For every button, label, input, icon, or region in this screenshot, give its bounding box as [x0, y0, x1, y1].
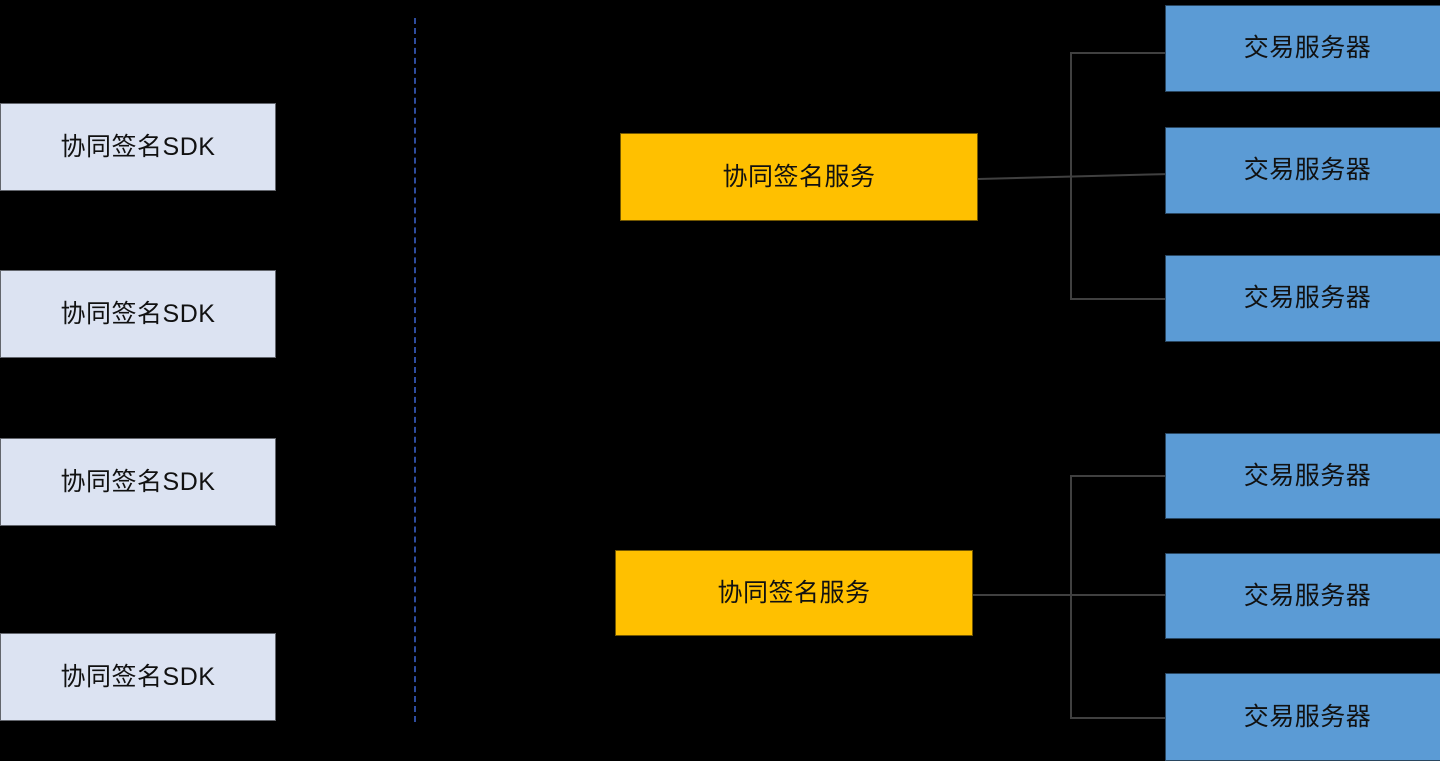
vertical-dashed-divider [414, 18, 416, 722]
node-transaction-server-6[interactable]: 交易服务器 [1165, 673, 1440, 761]
node-sdk-4-label: 协同签名SDK [60, 662, 216, 691]
edge-service2-to-server5 [973, 594, 1166, 596]
edge-trunk-to-server1 [1070, 52, 1166, 54]
node-transaction-server-1[interactable]: 交易服务器 [1165, 5, 1440, 92]
node-transaction-server-2[interactable]: 交易服务器 [1165, 127, 1440, 214]
node-transaction-server-4-label: 交易服务器 [1243, 461, 1372, 490]
node-sdk-3[interactable]: 协同签名SDK [0, 438, 276, 526]
edge-trunk-to-server3 [1070, 298, 1166, 300]
node-sdk-3-label: 协同签名SDK [60, 467, 216, 496]
node-sdk-4[interactable]: 协同签名SDK [0, 633, 276, 721]
node-sdk-1-label: 协同签名SDK [60, 132, 216, 161]
node-signing-service-2-label: 协同签名服务 [717, 578, 871, 607]
node-transaction-server-3[interactable]: 交易服务器 [1165, 255, 1440, 342]
edge-trunk-to-server6 [1070, 717, 1166, 719]
node-transaction-server-5[interactable]: 交易服务器 [1165, 553, 1440, 639]
edge-trunk-group2 [1070, 475, 1072, 719]
node-transaction-server-5-label: 交易服务器 [1243, 581, 1372, 610]
edge-trunk-group1 [1070, 52, 1072, 300]
node-transaction-server-2-label: 交易服务器 [1243, 156, 1372, 184]
node-transaction-server-4[interactable]: 交易服务器 [1165, 433, 1440, 519]
node-signing-service-2[interactable]: 协同签名服务 [615, 550, 973, 636]
node-transaction-server-6-label: 交易服务器 [1243, 702, 1372, 731]
node-transaction-server-3-label: 交易服务器 [1243, 284, 1372, 312]
node-transaction-server-1-label: 交易服务器 [1243, 34, 1372, 62]
node-sdk-1[interactable]: 协同签名SDK [0, 103, 276, 191]
node-sdk-2[interactable]: 协同签名SDK [0, 270, 276, 358]
edge-trunk-to-server4 [1070, 475, 1166, 477]
node-signing-service-1[interactable]: 协同签名服务 [620, 133, 978, 221]
node-signing-service-1-label: 协同签名服务 [722, 162, 876, 191]
node-sdk-2-label: 协同签名SDK [60, 299, 216, 328]
